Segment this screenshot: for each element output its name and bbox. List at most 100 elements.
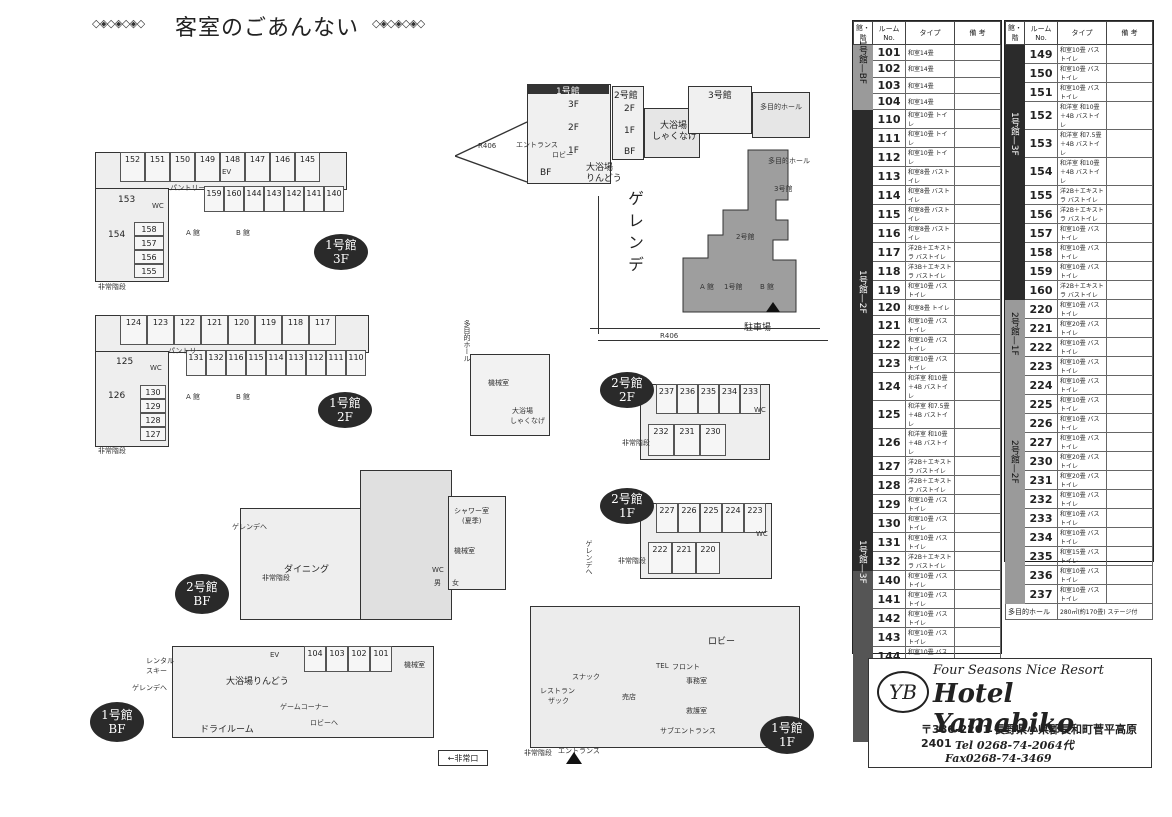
group-b2-2f: 2号館—2F bbox=[1009, 440, 1019, 484]
entrance-label: エントランス bbox=[558, 747, 600, 755]
room-number: 227 bbox=[1024, 432, 1058, 452]
hotel-tel: Tel 0268-74-2064代 bbox=[955, 739, 1074, 752]
slope-edge-line bbox=[598, 196, 599, 334]
room-type: 和室14畳 bbox=[905, 60, 955, 78]
room-number: 156 bbox=[1024, 204, 1058, 224]
room-159: 159 bbox=[204, 186, 224, 212]
pantry-label: パントリー bbox=[170, 184, 206, 192]
room-note bbox=[1106, 470, 1153, 490]
room-type: 和室8畳 バストイレ bbox=[905, 204, 955, 225]
section-b1-label: 1号館 bbox=[556, 87, 580, 97]
room-234: 234 bbox=[719, 384, 740, 414]
room-number: 126 bbox=[872, 428, 906, 458]
room-141: 141 bbox=[304, 186, 324, 212]
room-number: 154 bbox=[1024, 157, 1058, 186]
hotel-tagline: Four Seasons Nice Resort bbox=[933, 663, 1104, 678]
col-room-no: ルームNo. bbox=[872, 21, 906, 45]
section-b2-label: 2号館 bbox=[614, 91, 638, 101]
room-note bbox=[954, 513, 1001, 534]
room-157: 157 bbox=[134, 236, 164, 250]
machine-room-label: 機械室 bbox=[404, 661, 425, 669]
room-number: 125 bbox=[872, 400, 906, 430]
to-slope-label: ゲレンデへ bbox=[232, 523, 267, 531]
wc-label: WC bbox=[152, 202, 164, 210]
hall-note: 280㎡(約170畳) ステージ付 bbox=[1057, 602, 1153, 621]
room-number: 157 bbox=[1024, 223, 1058, 243]
section-bath-name: しゃくなげ bbox=[652, 132, 698, 142]
wc-label: WC bbox=[754, 406, 766, 414]
room-type: 洋2B＋エキストラ バストイレ bbox=[1057, 204, 1107, 224]
room-number: 128 bbox=[872, 475, 906, 496]
dining-label: ダイニング bbox=[284, 565, 330, 575]
emergency-stairs-label: 非常階段 bbox=[98, 283, 126, 291]
room-132: 132 bbox=[206, 350, 226, 376]
room-number: 150 bbox=[1024, 63, 1058, 83]
room-number: 111 bbox=[872, 128, 906, 149]
room-155: 155 bbox=[134, 264, 164, 278]
section-b3 bbox=[688, 86, 752, 134]
hall-label: 多目的ホール bbox=[1005, 602, 1058, 621]
room-number: 221 bbox=[1024, 318, 1058, 338]
room-143: 143 bbox=[264, 186, 284, 212]
room-number: 237 bbox=[1024, 584, 1058, 604]
room-type: 和室8畳 バストイレ bbox=[905, 223, 955, 244]
room-123: 123 bbox=[147, 315, 174, 345]
room-note bbox=[954, 299, 1001, 317]
room-number: 234 bbox=[1024, 527, 1058, 547]
room-type: 和室10畳 トイレ bbox=[905, 109, 955, 130]
room-116: 116 bbox=[226, 350, 246, 376]
room-note bbox=[1106, 44, 1153, 64]
room-number: 235 bbox=[1024, 546, 1058, 566]
shop-label: 売店 bbox=[622, 693, 636, 701]
col-type: タイプ bbox=[1057, 21, 1107, 45]
ev-label: EV bbox=[270, 651, 280, 659]
room-note bbox=[954, 76, 1001, 94]
room-type: 和室10畳 バストイレ bbox=[1057, 337, 1107, 357]
room-note bbox=[954, 589, 1001, 610]
room-223: 223 bbox=[744, 503, 766, 533]
room-type: 和室10畳 バストイレ bbox=[1057, 584, 1107, 604]
room-type: 洋2B＋エキストラ バストイレ bbox=[905, 551, 955, 572]
annex-bath-name: しゃくなげ bbox=[510, 417, 545, 425]
room-type: 和室10畳 バストイレ bbox=[1057, 223, 1107, 243]
room-151: 151 bbox=[145, 152, 170, 182]
room-type: 和室10畳 バストイレ bbox=[1057, 375, 1107, 395]
site-map bbox=[682, 149, 797, 313]
room-142: 142 bbox=[284, 186, 304, 212]
pantry-label: パントリー bbox=[168, 347, 204, 355]
section-slope-lines bbox=[455, 121, 528, 183]
room-note bbox=[954, 261, 1001, 282]
room-type: 和室10畳 バストイレ bbox=[905, 589, 955, 610]
room-number: 224 bbox=[1024, 375, 1058, 395]
room-number: 117 bbox=[872, 242, 906, 263]
room-number: 129 bbox=[872, 494, 906, 515]
room-type: 和室8畳 バストイレ bbox=[905, 185, 955, 206]
room-number: 225 bbox=[1024, 394, 1058, 414]
room-note bbox=[1106, 101, 1153, 130]
room-note bbox=[954, 400, 1001, 430]
room-149: 149 bbox=[195, 152, 220, 182]
room-note bbox=[1106, 527, 1153, 547]
room-number: 143 bbox=[872, 627, 906, 648]
shower-season-note: (夏季) bbox=[462, 517, 482, 525]
room-124: 124 bbox=[120, 315, 147, 345]
road-label: R406 bbox=[660, 332, 679, 340]
room-102: 102 bbox=[348, 646, 370, 672]
room-121: 121 bbox=[201, 315, 228, 345]
